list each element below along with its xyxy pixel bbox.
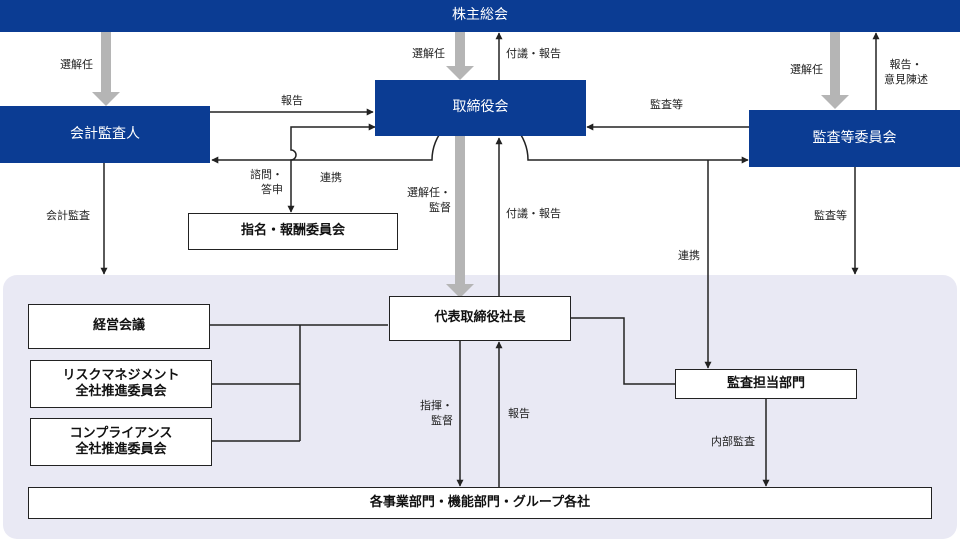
- label-audit-etc-top: 監査等: [650, 98, 683, 111]
- president-label: 代表取締役社長: [434, 310, 526, 326]
- label-elect-supervise-line2: 監督: [429, 200, 451, 214]
- label-consult: 諮問・ 答申: [250, 168, 283, 198]
- nomination-committee-box: 指名・報酬委員会: [188, 213, 398, 250]
- board-of-directors-label: 取締役会: [452, 99, 509, 116]
- accounting-auditor-box: 会計監査人: [0, 106, 210, 163]
- risk-committee-line2: 全社推進委員会: [75, 384, 167, 399]
- audit-department-label: 監査担当部門: [726, 375, 805, 391]
- label-cooperation-left: 連携: [320, 171, 342, 184]
- label-direct-supervise-line1: 指揮・: [420, 399, 453, 412]
- shareholders-meeting-label: 株主総会: [452, 7, 508, 24]
- label-direct-supervise: 指揮・ 監督: [420, 399, 453, 429]
- nomination-committee-label: 指名・報酬委員会: [240, 223, 345, 239]
- label-elect-right: 選解任: [790, 63, 823, 76]
- audit-committee-label: 監査等委員会: [812, 129, 897, 146]
- audit-committee-box: 監査等委員会: [749, 110, 960, 167]
- label-consult-line1: 諮問・: [250, 168, 283, 181]
- president-box: 代表取締役社長: [389, 296, 571, 341]
- label-elect-center: 選解任: [412, 47, 445, 60]
- management-meeting-label: 経営会議: [92, 318, 145, 334]
- label-audit-etc-right: 監査等: [814, 209, 847, 222]
- label-direct-supervise-line2: 監督: [431, 413, 453, 427]
- risk-committee-line1: リスクマネジメント: [62, 367, 180, 383]
- label-report-opinion: 報告・ 意見陳述: [884, 58, 928, 88]
- audit-department-box: 監査担当部門: [675, 369, 857, 399]
- label-internal-audit: 内部監査: [711, 435, 755, 448]
- compliance-committee-line1: コンプライアンス: [69, 425, 173, 441]
- label-report-president: 報告: [508, 407, 530, 420]
- label-elect-left: 選解任: [60, 58, 93, 71]
- board-of-directors-box: 取締役会: [375, 80, 586, 136]
- accounting-auditor-label: 会計監査人: [70, 125, 140, 142]
- compliance-committee-box: コンプライアンス 全社推進委員会: [30, 418, 212, 466]
- label-report-opinion-line1: 報告・: [889, 58, 923, 71]
- label-elect-supervise: 選解任・ 監督: [407, 186, 451, 216]
- label-report-board: 付議・報告: [506, 207, 561, 220]
- label-elect-supervise-line1: 選解任・: [407, 186, 451, 199]
- label-report-top: 報告: [281, 94, 303, 107]
- label-consult-line2: 答申: [261, 182, 283, 196]
- label-accounting-audit: 会計監査: [46, 209, 90, 222]
- management-meeting-box: 経営会議: [28, 304, 210, 349]
- shareholders-meeting-box: 株主総会: [0, 0, 960, 32]
- divisions-box: 各事業部門・機能部門・グループ各社: [28, 487, 932, 519]
- label-cooperation-right: 連携: [678, 249, 700, 262]
- label-report-opinion-line2: 意見陳述: [884, 72, 928, 86]
- compliance-committee-line2: 全社推進委員会: [75, 442, 167, 457]
- divisions-label: 各事業部門・機能部門・グループ各社: [369, 494, 591, 510]
- election-arrows: [92, 32, 849, 298]
- risk-committee-box: リスクマネジメント 全社推進委員会: [30, 360, 212, 408]
- label-report-to-shareholders: 付議・報告: [506, 47, 561, 60]
